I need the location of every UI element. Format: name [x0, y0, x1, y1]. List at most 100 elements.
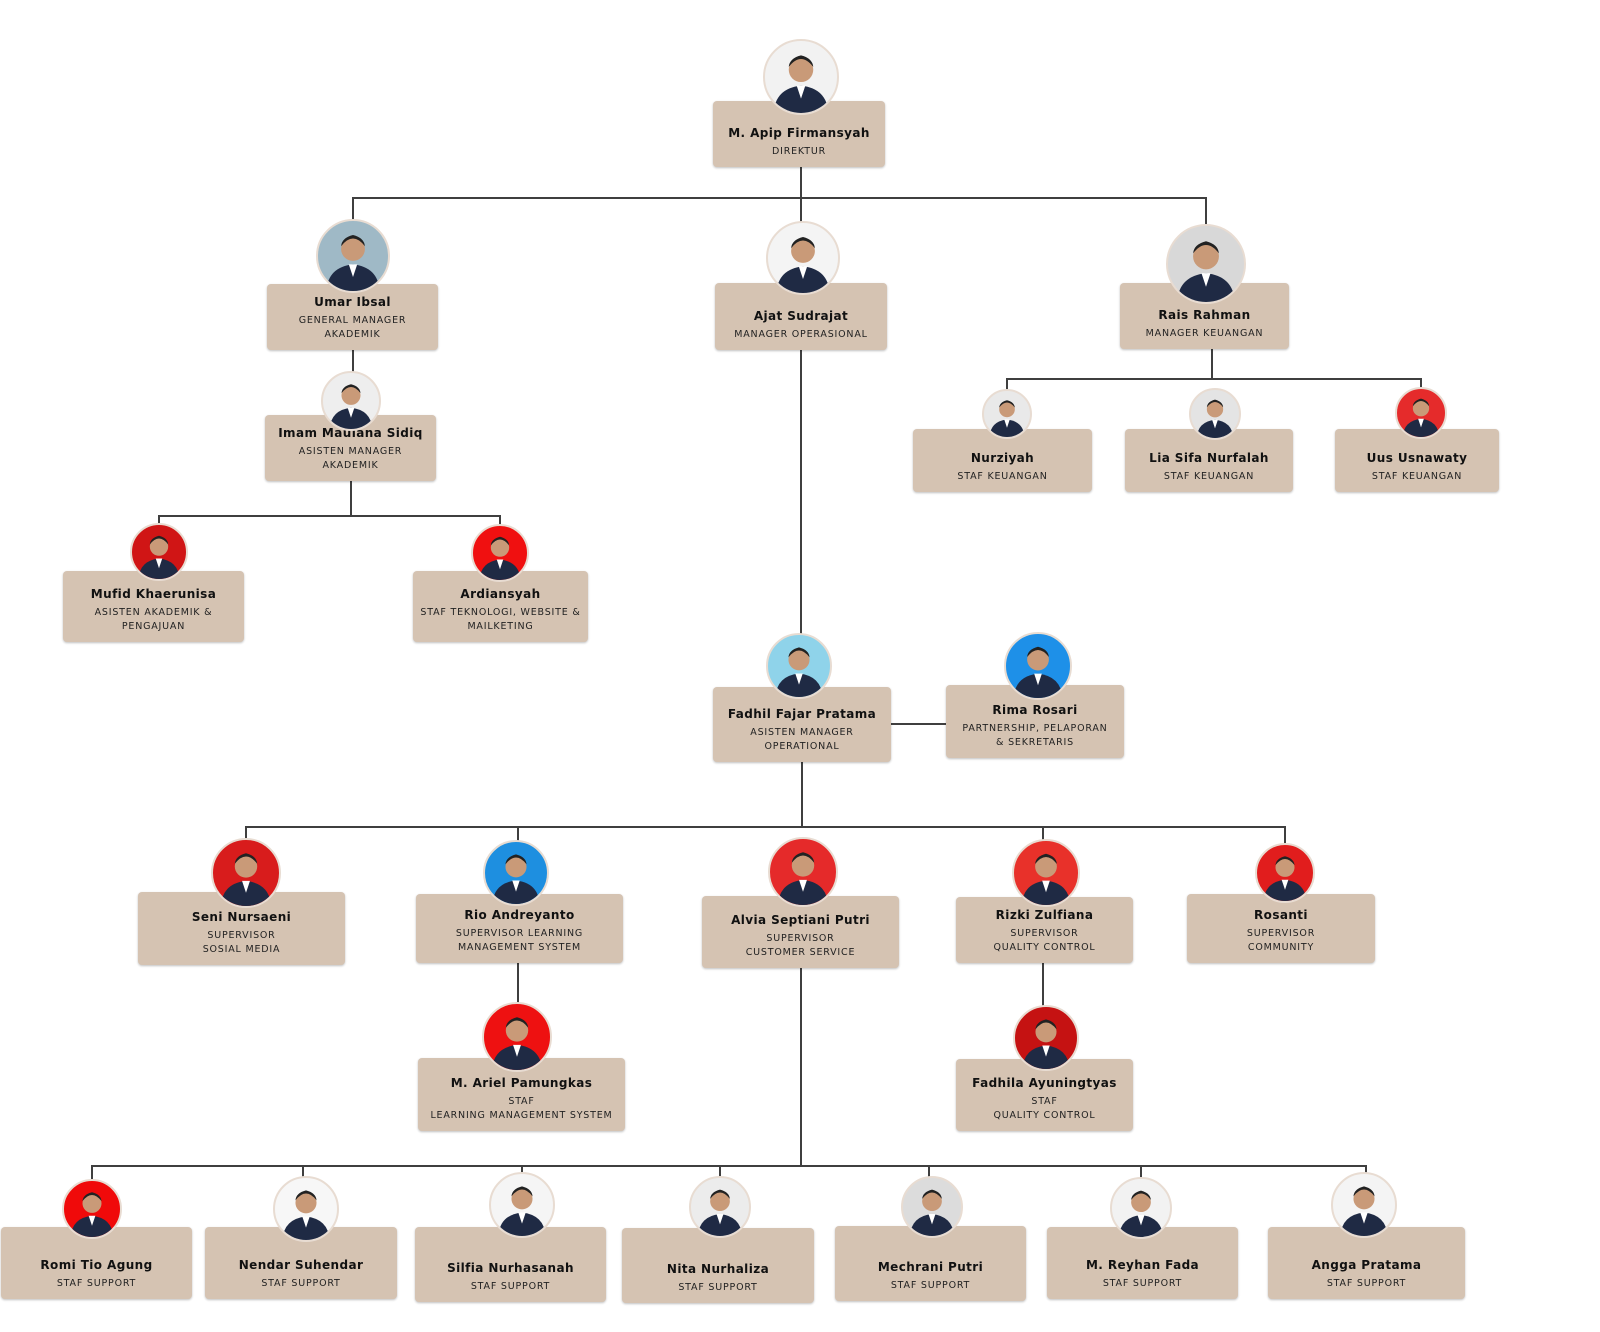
connector-line [90, 1164, 94, 1183]
node-name: Fadhila Ayuningtyas [972, 1076, 1117, 1090]
connector-line [1419, 377, 1423, 392]
node-role: STAF QUALITY CONTROL [993, 1096, 1096, 1121]
node-name: Imam Maulana Sidiq [278, 426, 423, 440]
node-name: Rais Rahman [1158, 308, 1251, 322]
connector-line [1210, 348, 1214, 381]
connector-line [1204, 196, 1208, 226]
node-name: Alvia Septiani Putri [731, 913, 870, 927]
connector-line [1139, 1164, 1143, 1180]
connector-line [351, 196, 355, 224]
node-role: STAF SUPPORT [470, 1281, 551, 1292]
avatar-photo-icon [130, 523, 188, 581]
avatar-photo-icon [766, 221, 840, 295]
node-role: ASISTEN AKADEMIK & PENGAJUAN [94, 607, 213, 632]
connector-line [244, 825, 248, 842]
node-role: ASISTEN MANAGER AKADEMIK [298, 446, 403, 471]
avatar-photo-icon [1110, 1177, 1172, 1239]
node-role: STAF SUPPORT [678, 1282, 758, 1293]
node-role: STAF SUPPORT [890, 1280, 971, 1291]
connector-line [516, 825, 520, 844]
node-role: STAF KEUANGAN [957, 471, 1048, 482]
avatar-photo-icon [482, 1002, 552, 1072]
node-name: Mufid Khaerunisa [90, 587, 217, 601]
connector-line [799, 966, 803, 1168]
node-role: GENERAL MANAGER AKADEMIK [298, 315, 407, 340]
node-role: MANAGER OPERASIONAL [734, 329, 868, 340]
connector-line [799, 348, 803, 638]
node-name: Rosanti [1254, 908, 1308, 922]
avatar-photo-icon [1255, 843, 1315, 903]
connector-line [1364, 1164, 1368, 1176]
node-name: Angga Pratama [1311, 1258, 1422, 1272]
node-name: Ajat Sudrajat [753, 309, 849, 323]
node-role: SUPERVISOR COMMUNITY [1246, 928, 1316, 953]
avatar-photo-icon [321, 371, 381, 431]
avatar-photo-icon [901, 1176, 963, 1238]
avatar-photo-icon [1189, 388, 1241, 440]
connector-line [351, 348, 355, 374]
connector-line [301, 1164, 305, 1180]
avatar-photo-icon [763, 39, 839, 115]
node-role: ASISTEN MANAGER OPERATIONAL [750, 727, 854, 752]
avatar-photo-icon [766, 633, 832, 699]
connector-line [498, 514, 502, 528]
node-name: Nendar Suhendar [238, 1258, 364, 1272]
node-name: Romi Tio Agung [40, 1258, 153, 1272]
node-name: Rizki Zulfiana [995, 908, 1094, 922]
connector-line [349, 480, 353, 518]
node-name: Seni Nursaeni [191, 910, 292, 924]
node-name: Nita Nurhaliza [666, 1262, 770, 1276]
avatar-photo-icon [471, 524, 529, 582]
avatar-photo-icon [316, 219, 390, 293]
connector-line [1041, 961, 1045, 1008]
connector-line [520, 1164, 524, 1176]
avatar-photo-icon [689, 1176, 751, 1238]
node-role: SUPERVISOR QUALITY CONTROL [993, 928, 1096, 953]
connector-line [157, 514, 502, 518]
avatar-photo-icon [1012, 839, 1080, 907]
avatar-photo-icon [62, 1179, 122, 1239]
node-role: MANAGER KEUANGAN [1145, 328, 1264, 339]
node-role: STAF LEARNING MANAGEMENT SYSTEM [430, 1096, 613, 1121]
node-name: Rio Andreyanto [464, 908, 575, 922]
connector-line [90, 1164, 1368, 1168]
connector-line [718, 1164, 722, 1180]
avatar-photo-icon [211, 838, 281, 908]
node-name: Uus Usnawaty [1366, 451, 1468, 465]
avatar-photo-icon [1395, 387, 1447, 439]
node-role: SUPERVISOR LEARNING MANAGEMENT SYSTEM [455, 928, 584, 953]
connector-line [516, 961, 520, 1006]
node-role: STAF TEKNOLOGI, WEBSITE & MAILKETING [420, 607, 581, 632]
node-role: SUPERVISOR SOSIAL MEDIA [202, 930, 281, 955]
connector-line [799, 165, 803, 224]
avatar-photo-icon [1166, 224, 1246, 304]
connector-line [889, 722, 948, 726]
connector-line [800, 760, 804, 829]
connector-line [1005, 377, 1423, 381]
node-role: STAF SUPPORT [1326, 1278, 1407, 1289]
node-name: Ardiansyah [460, 587, 541, 601]
node-name: Lia Sifa Nurfalah [1149, 451, 1269, 465]
node-name: Nurziyah [970, 451, 1035, 465]
node-name: Rima Rosari [992, 703, 1078, 717]
node-name: Mechrani Putri [877, 1260, 984, 1274]
avatar-photo-icon [768, 837, 838, 907]
avatar-photo-icon [489, 1172, 555, 1238]
node-name: Fadhil Fajar Pratama [727, 707, 877, 721]
